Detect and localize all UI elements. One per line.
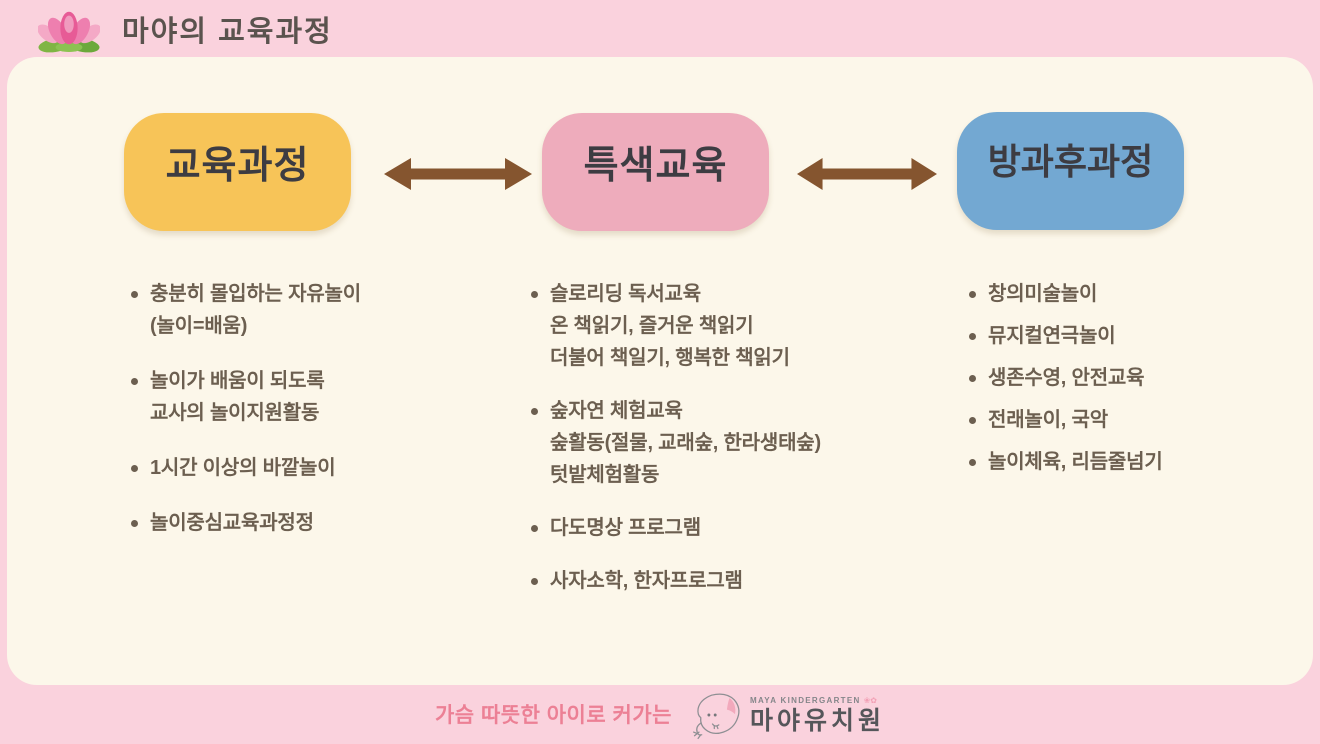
logo-korean: 마야유치원 (750, 705, 886, 735)
bullet-item: 뮤지컬연극놀이 (969, 320, 1163, 352)
box-after-school-label: 방과후과정 (987, 141, 1154, 182)
bullet-line: 1시간 이상의 바깥놀이 (150, 457, 336, 479)
bullet-line: 놀이체육, 리듬줄넘기 (988, 451, 1163, 473)
bullet-line: 뮤지컬연극놀이 (988, 325, 1116, 347)
bullet-line: (놀이=배움) (150, 315, 248, 337)
bullet-item: 1시간 이상의 바깥놀이 (131, 452, 361, 484)
bullet-item: 놀이중심교육과정정 (131, 507, 361, 539)
box-curriculum: 교육과정 (124, 113, 351, 231)
elephant-logo-icon (692, 693, 740, 739)
bullet-item: 전래놀이, 국악 (969, 404, 1163, 436)
bullet-line: 사자소학, 한자프로그램 (550, 570, 743, 592)
flower-icons: ❀✿ (863, 695, 877, 705)
logo-english-line: MAYA KINDERGARTEN ❀✿ (750, 695, 885, 705)
double-arrow-icon (797, 158, 937, 190)
box-after-school: 방과후과정 (957, 112, 1184, 230)
bullet-line: 다도명상 프로그램 (550, 517, 701, 539)
logo-text: MAYA KINDERGARTEN ❀✿ 마야유치원 (750, 695, 886, 735)
bullet-item: 사자소학, 한자프로그램 (531, 565, 821, 597)
bullet-item: 다도명상 프로그램 (531, 512, 821, 544)
bullet-line: 숲활동(절물, 교래숲, 한라생태숲) (550, 432, 821, 454)
page-title: 마야의 교육과정 (122, 15, 333, 48)
bullet-dot-icon (531, 291, 538, 298)
bullet-dot-icon (531, 408, 538, 415)
bullet-dot-icon (969, 333, 976, 340)
lotus-flower-icon (38, 11, 100, 52)
bullet-dot-icon (531, 525, 538, 532)
bullet-line: 숲자연 체험교육 (550, 400, 683, 422)
page-header: 마야의 교육과정 (0, 0, 1320, 57)
bullet-line: 슬로리딩 독서교육 (550, 283, 701, 305)
bullet-line: 전래놀이, 국악 (988, 409, 1108, 431)
bullet-line: 창의미술놀이 (988, 283, 1098, 305)
page-footer: 가슴 따뜻한 아이로 커가는 MAYA KINDERGARTEN ❀✿ (0, 685, 1320, 744)
bullet-dot-icon (969, 291, 976, 298)
bullet-line: 더불어 책일기, 행복한 책읽기 (550, 347, 790, 369)
kindergarten-logo: MAYA KINDERGARTEN ❀✿ 마야유치원 (690, 690, 885, 740)
bullet-line: 온 책읽기, 즐거운 책읽기 (550, 315, 754, 337)
bullet-dot-icon (969, 417, 976, 424)
bullet-item: 충분히 몰입하는 자유놀이 (놀이=배움) (131, 278, 361, 342)
bullet-line: 충분히 몰입하는 자유놀이 (150, 283, 361, 305)
bullet-line: 생존수영, 안전교육 (988, 367, 1145, 389)
bullet-line: 놀이중심교육과정정 (150, 512, 314, 534)
footer-slogan: 가슴 따뜻한 아이로 커가는 (434, 703, 672, 727)
box-special-education-label: 특색교육 (583, 145, 728, 187)
bullet-item: 놀이체육, 리듬줄넘기 (969, 446, 1163, 478)
bullet-line: 놀이가 배움이 되도록 (150, 370, 325, 392)
bullet-line: 교사의 놀이지원활동 (150, 402, 320, 424)
double-arrow-icon (384, 158, 532, 190)
bullet-dot-icon (131, 378, 138, 385)
bullet-dot-icon (969, 459, 976, 466)
logo-english: MAYA KINDERGARTEN (750, 695, 861, 705)
box-special-education: 특색교육 (542, 113, 769, 231)
bullet-dot-icon (969, 375, 976, 382)
bullet-item: 창의미술놀이 (969, 278, 1163, 310)
bullet-item: 생존수영, 안전교육 (969, 362, 1163, 394)
bullet-dot-icon (531, 578, 538, 585)
box-curriculum-label: 교육과정 (165, 145, 310, 187)
bullet-dot-icon (131, 291, 138, 298)
content-panel: 교육과정 특색교육 방과후과정 충분히 몰입하는 자유놀이 (놀이=배움) 놀이가 … (7, 57, 1313, 685)
bullet-line: 텃밭체험활동 (550, 464, 660, 486)
bullet-dot-icon (131, 520, 138, 527)
bullet-dot-icon (131, 465, 138, 472)
